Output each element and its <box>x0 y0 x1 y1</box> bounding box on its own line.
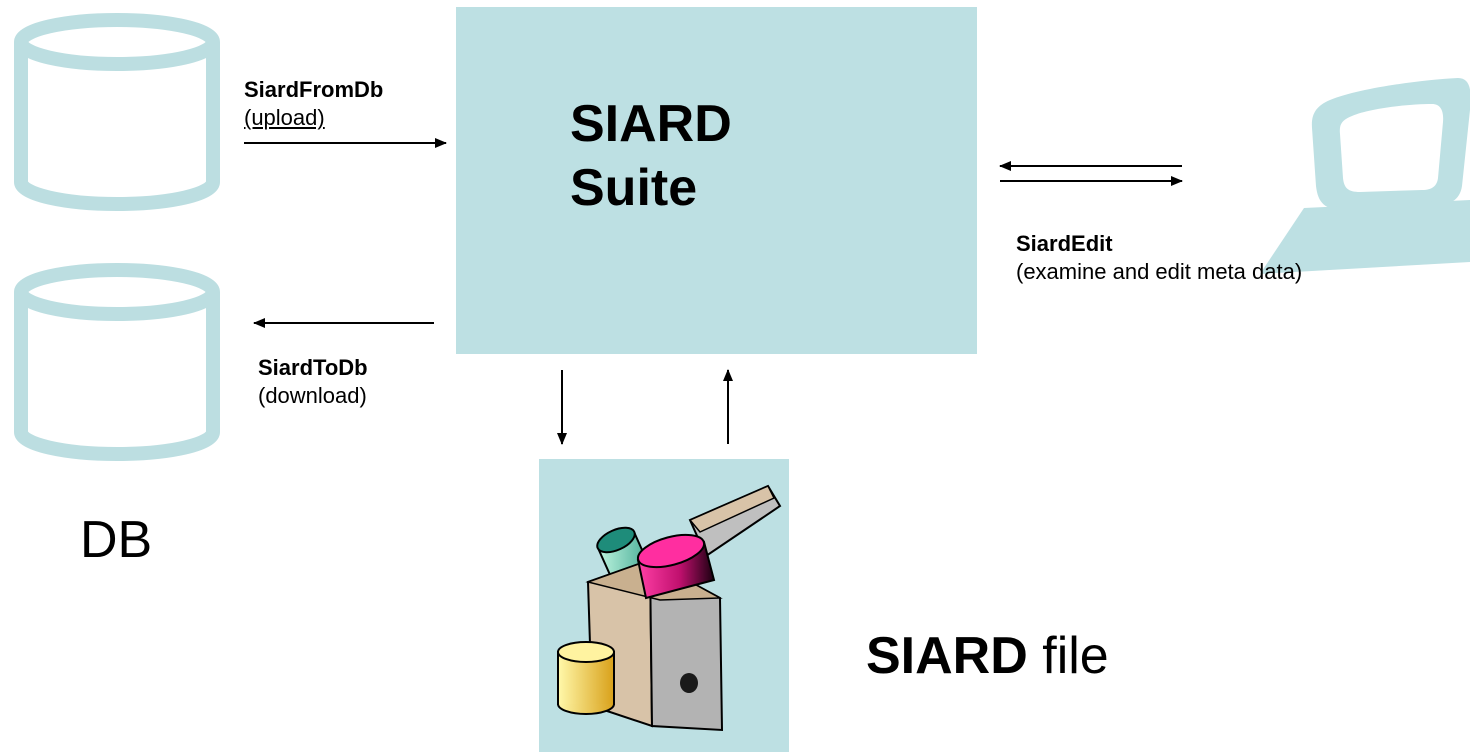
siard-suite-title-line2: Suite <box>570 159 698 217</box>
db-label: DB <box>80 511 153 569</box>
computer-icon <box>1260 78 1470 274</box>
siard-file-label-bold: SIARD <box>866 627 1028 685</box>
upload-name: SiardFromDb <box>244 77 384 102</box>
upload-desc: (upload) <box>244 105 325 130</box>
siard-suite-box <box>456 7 977 354</box>
download-name: SiardToDb <box>258 355 368 380</box>
archive-box-icon <box>557 484 782 732</box>
edit-label: SiardEdit (examine and edit meta data) <box>1016 230 1302 286</box>
target-database-icon <box>14 263 220 461</box>
upload-label: SiardFromDb (upload) <box>244 76 383 132</box>
download-label: SiardToDb (download) <box>258 354 368 410</box>
source-database-icon <box>14 13 220 211</box>
siard-suite-title-line1: SIARD <box>570 95 732 153</box>
siard-file-label: SIARD file <box>866 626 1109 686</box>
edit-name: SiardEdit <box>1016 231 1113 256</box>
siard-file-label-rest: file <box>1027 627 1109 685</box>
edit-desc: (examine and edit meta data) <box>1016 259 1303 284</box>
download-desc: (download) <box>258 383 367 408</box>
siard-suite-title: SIARD Suite <box>570 92 732 220</box>
